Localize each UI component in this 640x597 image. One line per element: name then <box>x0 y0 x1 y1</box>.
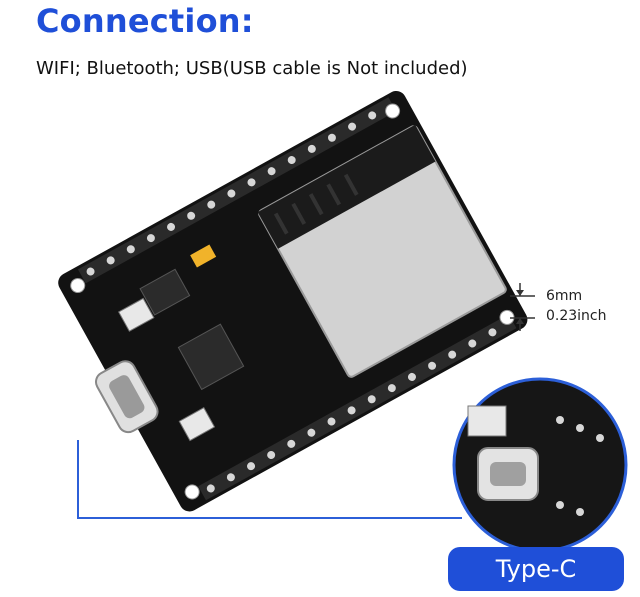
dimension-mm: 6mm <box>546 288 582 304</box>
dimension-inch: 0.23inch <box>546 308 607 324</box>
pin-header-bottom <box>198 314 517 501</box>
capacitor <box>190 244 217 268</box>
header-pins <box>86 111 497 493</box>
esp32-board <box>58 90 528 512</box>
zoom-usb-c-inner <box>490 462 526 486</box>
callout-line <box>77 440 462 519</box>
type-c-zoom-circle <box>452 377 628 553</box>
antenna-trace <box>273 173 359 235</box>
boot-button <box>178 407 216 442</box>
pin-header-top <box>77 97 397 284</box>
page-title: Connection: <box>36 2 254 40</box>
usb-c-inner <box>109 375 145 419</box>
zoom-button <box>467 405 507 437</box>
en-button <box>118 297 155 332</box>
type-c-badge: Type-C <box>448 547 624 591</box>
regulator <box>139 268 191 316</box>
connection-subtitle: WIFI; Bluetooth; USB(USB cable is Not in… <box>36 58 468 79</box>
height-dimension <box>510 283 535 331</box>
usb-bridge-chip <box>177 323 245 391</box>
mounting-holes <box>70 103 515 500</box>
